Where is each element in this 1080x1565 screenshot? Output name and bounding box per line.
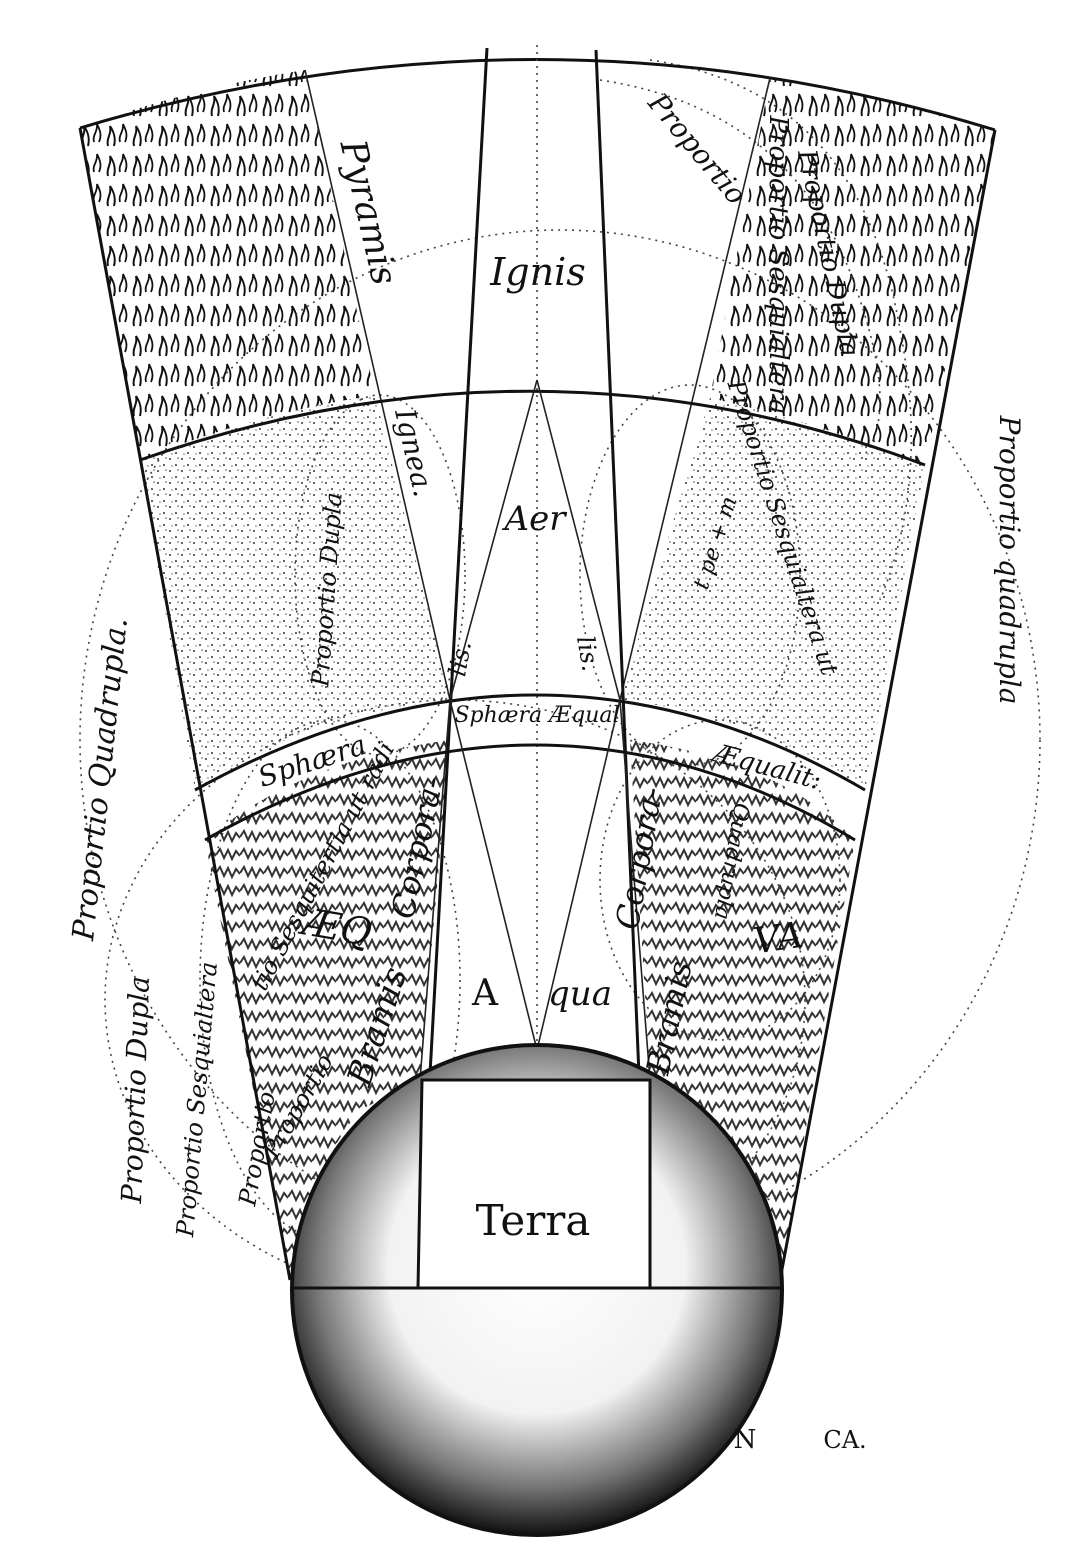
- circle-sesquitertia-left: [199, 719, 461, 1241]
- mark-n: N: [734, 1425, 757, 1455]
- label-sphaera-aequal: Sphæra Æqual: [454, 703, 619, 728]
- divider-left-outer: [304, 69, 451, 701]
- label-aer: Aer: [502, 499, 568, 539]
- label-proportio-quadrupla-left: Proportio Quadrupla.: [66, 616, 135, 943]
- circle-sesquialtera-air: [579, 384, 801, 766]
- label-lis-right: lis.: [571, 634, 605, 674]
- label-ignis: Ignis: [489, 250, 585, 294]
- water-waves-right: [630, 740, 855, 1280]
- circle-sesquialtera-right: [599, 719, 841, 1041]
- lower-divider-left: [419, 699, 451, 1081]
- triangle-right-up: [536, 379, 621, 701]
- triangle-left-down: [449, 699, 538, 1051]
- air-stipple-right: [620, 398, 925, 790]
- mark-ca: CA.: [823, 1426, 866, 1454]
- earth-globe: [290, 1043, 784, 1537]
- arc-sesquialtera-top: [599, 79, 881, 461]
- earth-sphere: [290, 1043, 784, 1537]
- element-labels: Ignis Aer A qua Terra N CA.: [471, 250, 867, 1455]
- label-lis-left: lis.: [443, 639, 477, 679]
- label-proportio-sesquialtera-top: Proportio Sesquialtera: [763, 115, 793, 415]
- fire-texture-left: [80, 70, 375, 460]
- terra-inner-panel: [416, 1078, 652, 1290]
- label-aqua-qua: qua: [548, 974, 612, 1014]
- label-proportio-top-right: Proportio: [641, 86, 753, 211]
- label-va: VA: [751, 915, 806, 962]
- triangle-left-up: [449, 379, 538, 701]
- label-proportio-dupla-outer-left: Proportio Dupla: [115, 976, 156, 1205]
- lower-divider-right: [619, 699, 651, 1081]
- fire-air-boundary: [139, 389, 926, 467]
- arc-dupla-top: [649, 59, 913, 601]
- label-proportio-sesquialtera-left: Proportio Sesquialtera: [171, 961, 223, 1239]
- divider-right-outer: [619, 77, 771, 701]
- label-aqua-a: A: [471, 973, 499, 1014]
- air-sphere-boundary: [194, 693, 866, 792]
- fan-edge-right: [778, 129, 997, 1281]
- fan-edge-left: [78, 127, 292, 1281]
- triangle-right-down: [536, 699, 621, 1051]
- label-terra: Terra: [476, 1196, 591, 1245]
- top-arc: [79, 58, 996, 132]
- sphere-water-boundary: [204, 743, 856, 842]
- air-stipple-left: [140, 395, 450, 790]
- texture-fills: [80, 70, 995, 1280]
- fire-texture-right: [710, 78, 995, 465]
- label-proportio-quadrupla-right: Proportio quadrupla: [993, 415, 1026, 705]
